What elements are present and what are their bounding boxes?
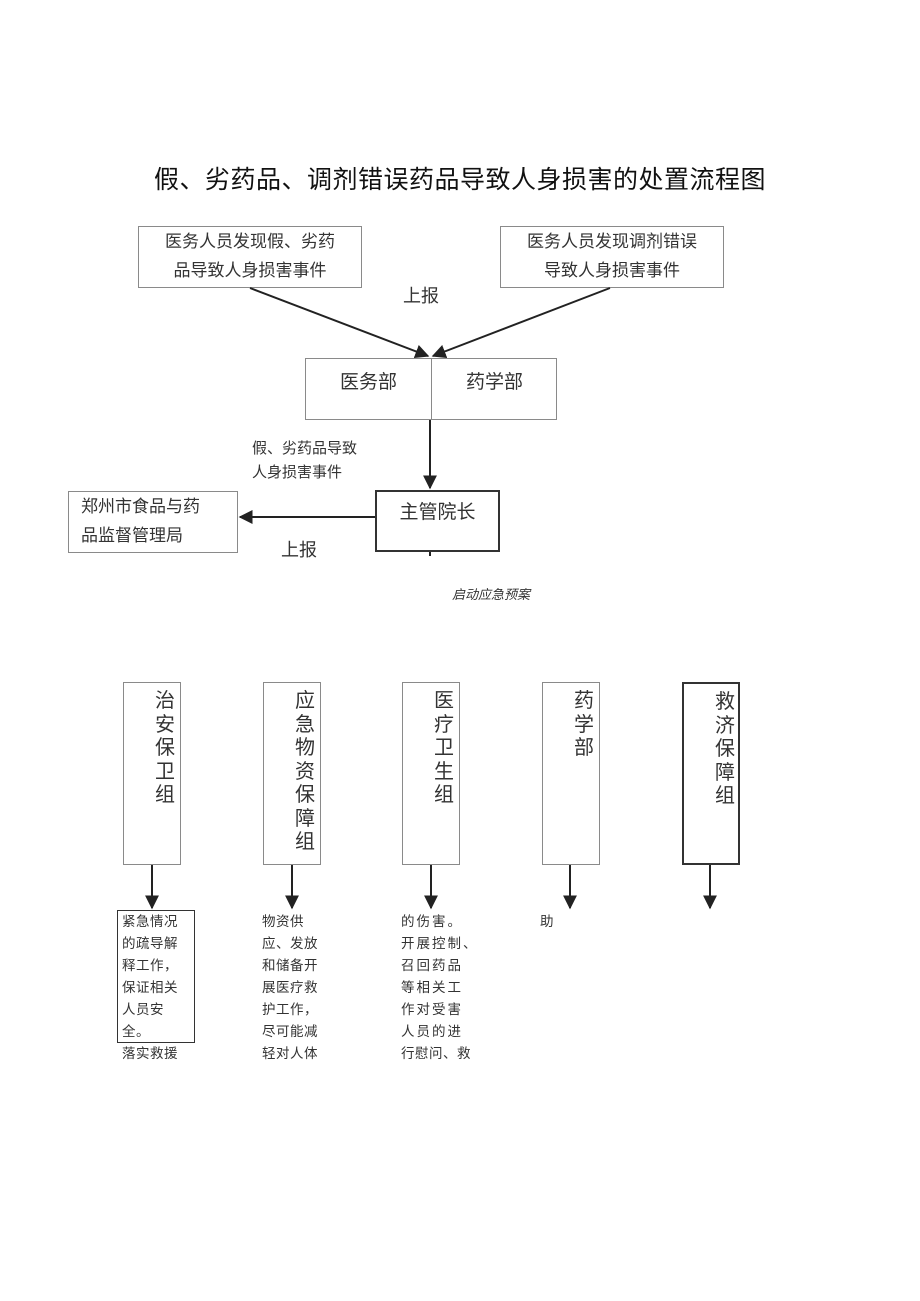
group-security: 治安保卫组 — [123, 682, 181, 865]
box-departments: 医务部 药学部 — [305, 358, 557, 420]
group-relief-label: 救济保障组 — [715, 689, 735, 807]
box-dispensing-error-event: 医务人员发现调剂错误 导致人身损害事件 — [500, 226, 724, 288]
col-pharmacy-duties: 助 — [540, 911, 554, 933]
security-duties-box — [117, 910, 195, 1043]
group-pharmacy-label: 药学部 — [574, 688, 594, 759]
box-dispensing-line-2: 导致人身损害事件 — [544, 261, 680, 281]
box-executive-director: 主管院长 — [375, 490, 500, 552]
report-label-bottom: 上报 — [281, 540, 317, 561]
report-label-top: 上报 — [403, 286, 439, 307]
arrow-right-to-dept — [431, 287, 611, 359]
box-dispensing-line-1: 医务人员发现调剂错误 — [527, 232, 697, 252]
col-medical-duties: 的伤害。 开展控制、 召回药品 等相关工 作对受害 人员的进 行慰问、救 — [401, 911, 479, 1065]
duty-line: 紧急情况 — [122, 914, 178, 930]
group-medical-label: 医疗卫生组 — [434, 688, 454, 806]
duty-line: 保证相关 — [122, 980, 178, 996]
duty-line: 展医疗救 — [262, 980, 318, 996]
duty-line: 等相关工 — [401, 980, 463, 996]
duty-line: 应、发放 — [262, 936, 318, 952]
group-emergency-supplies: 应急物资保障组 — [263, 682, 321, 865]
col-security-duties: 紧急情况 的疏导解 释工作， 保证相关 人员安 全。 落实救援 — [122, 911, 178, 1065]
group-security-label: 治安保卫组 — [155, 688, 175, 806]
page-title: 假、劣药品、调剂错误药品导致人身损害的处置流程图 — [153, 165, 766, 194]
duty-line: 的疏导解 — [122, 936, 178, 952]
fda-line-2: 品监督管理局 — [81, 526, 183, 546]
arrow-left-to-dept — [249, 287, 430, 359]
fda-line-1: 郑州市食品与药 — [81, 497, 200, 517]
duty-line: 的伤害。 — [401, 914, 463, 930]
duty-line: 护工作， — [262, 1002, 318, 1018]
dept-pharmacy: 药学部 — [465, 370, 523, 393]
group-medical-health: 医疗卫生组 — [402, 682, 460, 865]
duty-line: 助 — [540, 914, 554, 930]
duty-line: 和储备开 — [262, 958, 318, 974]
group-pharmacy: 药学部 — [542, 682, 600, 865]
box-zhengzhou-fda: 郑州市食品与药 品监督管理局 — [68, 491, 238, 553]
duty-line: 轻对人体 — [262, 1046, 318, 1062]
duty-line: 物资供 — [262, 914, 304, 930]
duty-line: 人员的进 — [401, 1024, 463, 1040]
duty-line: 全。 — [122, 1024, 150, 1040]
box-counterfeit-line-2: 品导致人身损害事件 — [173, 261, 327, 281]
duty-line: 尽可能减 — [262, 1024, 318, 1040]
event-note: 假、劣药品导致 人身损害事件 — [252, 439, 358, 481]
start-plan-label: 启动应急预案 — [452, 588, 531, 603]
director-label: 主管院长 — [399, 500, 476, 523]
duty-line: 作对受害 — [401, 1002, 463, 1018]
dept-divider — [431, 359, 433, 419]
group-supplies-label: 应急物资保障组 — [295, 688, 315, 853]
duty-line: 人员安 — [122, 1002, 164, 1018]
group-relief: 救济保障组 — [682, 682, 740, 865]
box-counterfeit-drug-event: 医务人员发现假、劣药 品导致人身损害事件 — [138, 226, 362, 288]
dept-medical-affairs: 医务部 — [339, 370, 397, 393]
duty-line: 落实救援 — [122, 1046, 178, 1062]
duty-line: 释工作， — [122, 958, 178, 974]
box-counterfeit-line-1: 医务人员发现假、劣药 — [165, 232, 335, 252]
col-supplies-duties: 物资供 应、发放 和储备开 展医疗救 护工作， 尽可能减 轻对人体 — [262, 911, 318, 1065]
duty-line: 行慰问、救 — [401, 1046, 471, 1062]
duty-line: 召回药品 — [401, 958, 463, 974]
duty-line: 开展控制、 — [401, 936, 479, 952]
